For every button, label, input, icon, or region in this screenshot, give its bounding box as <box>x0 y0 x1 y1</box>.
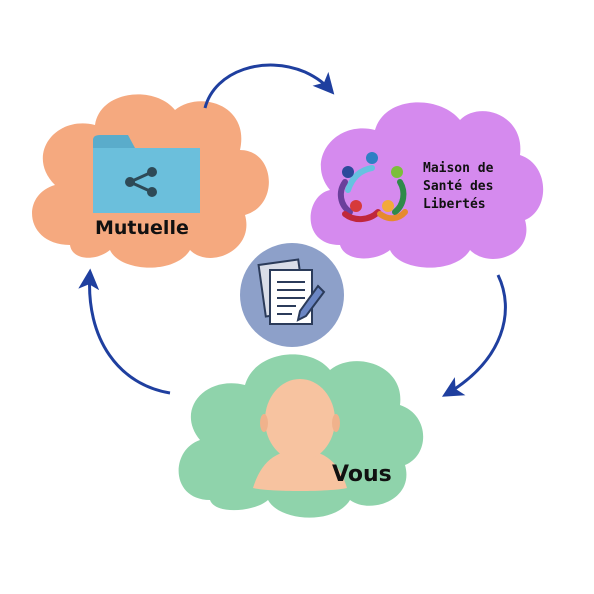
share-folder-icon <box>93 135 200 213</box>
maison-sante-line-1: Maison de <box>423 161 494 176</box>
maison-sante-line-2: Santé des <box>423 179 494 194</box>
vous-label: Vous <box>332 462 392 487</box>
maison-sante-cloud <box>310 102 544 268</box>
arrow-mutuelle-to-maison <box>203 63 335 109</box>
community-logo-icon <box>337 152 408 222</box>
maison-sante-line-3: Libertés <box>423 197 486 212</box>
person-avatar-icon <box>253 379 347 491</box>
documents-signature-icon <box>240 243 344 347</box>
arrow-maison-to-vous <box>441 274 507 397</box>
maison-sante-name: Maison de Santé des Libertés <box>423 160 493 214</box>
arrow-vous-to-mutuelle <box>78 268 171 395</box>
mutuelle-label: Mutuelle <box>95 217 189 239</box>
